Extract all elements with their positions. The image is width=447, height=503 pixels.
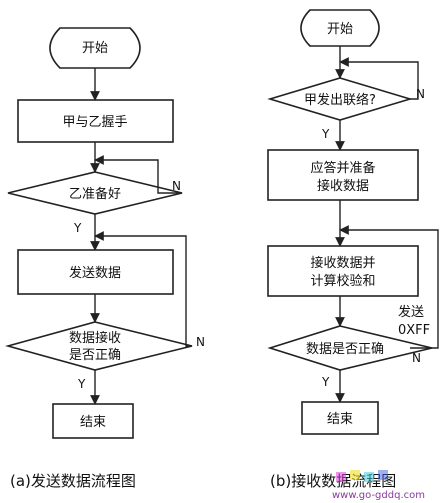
right-send-note-1: 发送 xyxy=(398,304,424,320)
right-respond-box xyxy=(267,149,419,201)
receive-flowchart: 开始 甲发出联络? N Y 应答并准备 接收数据 接收数据并 计算校验和 数据是… xyxy=(267,9,439,490)
right-respond-label-2: 接收数据 xyxy=(317,178,369,194)
right-start-terminal xyxy=(300,9,380,47)
right-receive-label-2: 计算校验和 xyxy=(310,273,375,289)
watermark-block-blue xyxy=(378,470,388,480)
watermark-block-yellow xyxy=(350,470,360,480)
right-contact-no-label: N xyxy=(416,87,425,101)
right-check-yes-label: Y xyxy=(321,375,330,389)
left-send-box xyxy=(17,249,174,295)
right-respond-label-1: 应答并准备 xyxy=(310,160,375,176)
watermark-block-magenta xyxy=(336,472,346,482)
right-check-label: 数据是否正确 xyxy=(306,342,384,357)
watermark-text: www.go-gddq.com xyxy=(332,490,425,501)
left-handshake-box xyxy=(17,99,174,143)
left-ready-label: 乙准备好 xyxy=(69,186,121,202)
left-start-label: 开始 xyxy=(82,41,108,56)
left-recv-label-1: 数据接收 xyxy=(69,330,121,346)
right-contact-yes-label: Y xyxy=(321,127,330,141)
left-recv-label-2: 是否正确 xyxy=(69,348,121,363)
left-start-terminal xyxy=(49,27,141,69)
watermark-block-cyan xyxy=(364,472,374,482)
right-start-label: 开始 xyxy=(327,22,353,37)
right-send-note-2: 0XFF xyxy=(398,323,430,338)
left-handshake-label: 甲与乙握手 xyxy=(62,115,127,130)
right-end-box xyxy=(301,401,379,435)
right-receive-box xyxy=(267,245,419,297)
right-end-label: 结束 xyxy=(327,412,353,427)
left-caption: (a)发送数据流程图 xyxy=(10,472,136,490)
left-recv-no-label: N xyxy=(196,335,205,349)
left-ready-no-label: N xyxy=(172,179,181,193)
right-receive-label-1: 接收数据并 xyxy=(310,255,375,271)
left-recv-yes-label: Y xyxy=(77,377,86,391)
right-contact-label: 甲发出联络? xyxy=(304,92,376,108)
left-ready-yes-label: Y xyxy=(73,221,82,235)
right-caption: (b)接收数据流程图 xyxy=(270,472,396,490)
left-end-box xyxy=(52,403,134,439)
left-end-label: 结束 xyxy=(80,415,106,430)
left-send-label: 发送数据 xyxy=(69,265,121,281)
send-flowchart: 开始 甲与乙握手 乙准备好 N Y 发送数据 数据接收 是否正确 N Y 结束 xyxy=(4,27,205,490)
right-check-no-label: N xyxy=(412,351,421,365)
